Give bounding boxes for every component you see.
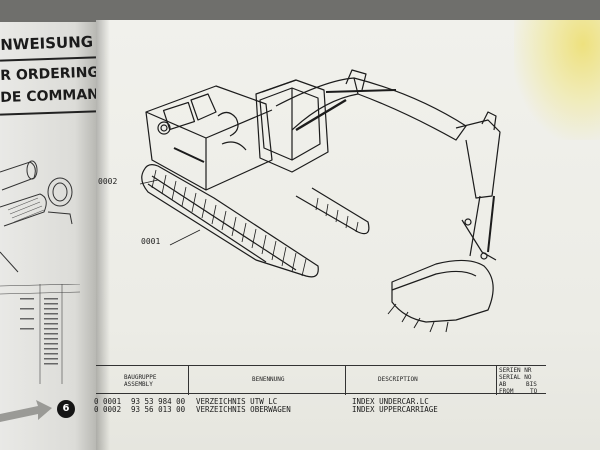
table-row-part: 93 56 013 00: [131, 405, 186, 414]
header-benennung: BENENNUNG: [252, 376, 285, 383]
table-row-description: INDEX UPPERCARRIAGE: [352, 405, 438, 414]
left-page-heading-1: NWEISUNG: [0, 32, 94, 54]
header-assembly: BAUGRUPPE ASSEMBLY: [124, 374, 157, 388]
left-page: NWEISUNG R ORDERING PAR DE COMMANDES: [0, 22, 96, 450]
excavator-illustration: [139, 69, 501, 333]
left-page-divider: [0, 56, 96, 62]
table-row-benennung: VERZEICHNIS UTW LC: [196, 397, 278, 406]
table-row-description: INDEX UNDERCAR.LC: [352, 397, 429, 406]
serial-to-label-en: TO: [530, 388, 538, 395]
table-row-benennung: VERZEICHNIS OBERWAGEN: [196, 405, 291, 414]
callout-0001: 0001: [141, 237, 161, 246]
table-row-pos: 0 0002: [94, 405, 122, 414]
left-page-parts-table: [0, 284, 81, 384]
table-row-pos: 0 0001: [94, 397, 122, 406]
table-header-rule: [96, 393, 546, 394]
paper-stain: [514, 20, 600, 140]
table-column-rule: [496, 365, 497, 395]
table-row-part: 93 53 984 00: [131, 397, 186, 406]
left-page-heading-3: DE COMMANDES: [0, 85, 96, 106]
header-serial: SERIEN NR SERIAL NO: [499, 367, 532, 381]
serial-from-label-en: FROM: [499, 388, 514, 395]
callout-0002: 0002: [98, 177, 118, 186]
serial-from-label: AB: [499, 381, 507, 388]
left-page-part-drawings: [0, 160, 73, 273]
table-column-rule: [345, 365, 346, 395]
page-marker-circle: 6: [57, 400, 75, 418]
left-page-heading-2: R ORDERING PAR: [0, 63, 96, 84]
binding-shadow: [96, 20, 110, 450]
left-page-divider: [0, 110, 96, 116]
arrow-icon: [0, 400, 52, 422]
right-page: [96, 20, 600, 450]
table-top-rule: [96, 365, 546, 366]
serial-to-label: BIS: [526, 381, 537, 388]
table-column-rule: [188, 365, 189, 395]
header-description: DESCRIPTION: [378, 376, 418, 383]
